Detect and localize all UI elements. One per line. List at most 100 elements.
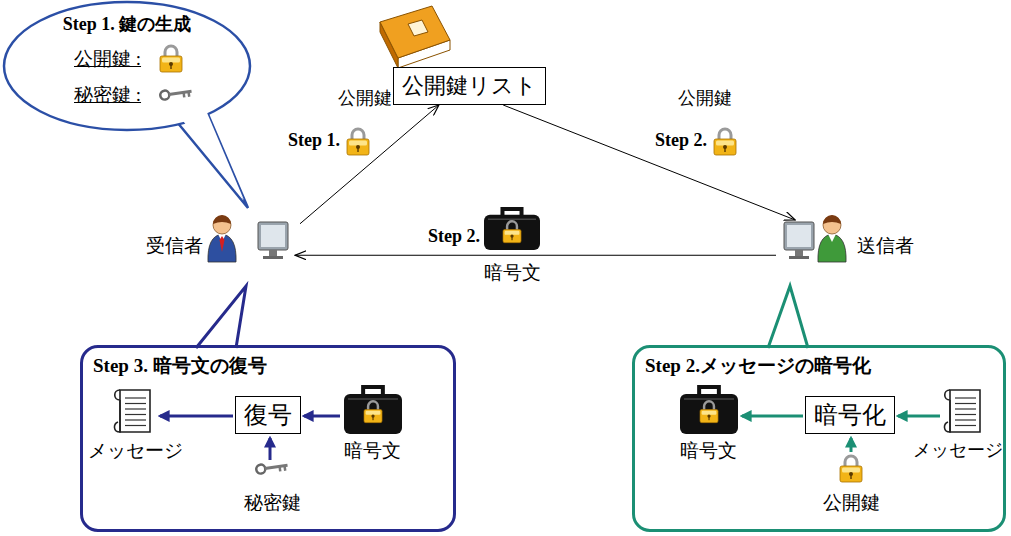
- actor-label: 送信者: [857, 235, 914, 258]
- document-line: [125, 397, 146, 398]
- lock-shine: [716, 141, 734, 146]
- flow-arrow: [898, 415, 940, 418]
- lock-shackle: [507, 221, 517, 230]
- connector-arrow: [300, 105, 439, 224]
- person-hair: [213, 215, 231, 224]
- flow-arrow: [850, 438, 853, 452]
- document-line: [125, 403, 146, 404]
- icon-caption: 暗号文: [680, 440, 737, 463]
- lock-shine: [349, 141, 367, 146]
- lock-shackle: [719, 129, 731, 140]
- person-body: [818, 234, 846, 262]
- lock-body: [700, 410, 718, 423]
- briefcase-icon: [680, 387, 738, 434]
- edge-label: 暗号文: [484, 262, 541, 285]
- lock-icon: [700, 401, 718, 422]
- lock-body: [364, 410, 382, 423]
- node-label: 秘密鍵 :: [74, 84, 141, 107]
- lock-keyhole: [170, 64, 171, 69]
- book-icon: [380, 6, 450, 68]
- key-icon: [256, 461, 289, 475]
- flow-arrow: [160, 415, 233, 418]
- briefcase-icon: [484, 209, 540, 250]
- monitor-screen: [261, 225, 285, 247]
- briefcase-shine: [684, 398, 734, 400]
- lock-body: [160, 56, 182, 72]
- key-icon: [160, 87, 193, 101]
- lock-body: [347, 139, 369, 155]
- icon-caption: 公開鍵: [823, 492, 880, 515]
- lock-body: [503, 230, 521, 243]
- monitor-screen: [787, 225, 811, 247]
- lock-shine: [842, 468, 860, 473]
- person-tie: [220, 236, 225, 252]
- lock-shine: [162, 58, 180, 63]
- briefcase-shine: [348, 398, 398, 400]
- speech-bubble: Step 1. 鍵の生成公開鍵 : 秘密鍵 :: [2, 0, 252, 132]
- lock-icon: [503, 221, 521, 242]
- document-icon: [944, 390, 980, 432]
- node-label: 暗号化: [814, 401, 886, 430]
- key-ring: [256, 464, 266, 474]
- document-line: [955, 414, 976, 415]
- key-tooth: [283, 466, 286, 471]
- node-label: 公開鍵リスト: [402, 73, 537, 99]
- step-panel: 暗号化 Step 2.メッセージの暗号化: [632, 345, 1006, 532]
- lock-keyhole: [357, 147, 358, 152]
- monitor-frame: [784, 222, 814, 250]
- callout-tail: [768, 286, 808, 348]
- lock-shackle: [352, 129, 364, 140]
- flow-arrow: [269, 438, 272, 460]
- edge-label: 公開鍵: [678, 88, 732, 110]
- lock-shine: [702, 411, 717, 415]
- person-head: [213, 216, 231, 234]
- document-icon: [114, 390, 150, 432]
- document-line: [955, 408, 976, 409]
- lock-shackle: [704, 401, 714, 410]
- step-label: Step 2.: [655, 130, 707, 152]
- briefcase-body: [344, 394, 402, 434]
- icon-caption: メッセージ: [913, 440, 1003, 462]
- monitor-base: [789, 256, 809, 259]
- flow-arrow: [304, 415, 340, 418]
- briefcase-body: [484, 215, 540, 250]
- process-box: 復号: [235, 396, 301, 434]
- person-icon: [208, 215, 236, 262]
- document-page: [120, 390, 150, 432]
- document-line: [955, 419, 976, 420]
- list-box: 公開鍵リスト: [393, 67, 546, 105]
- monitor-base: [263, 256, 283, 259]
- lock-keyhole: [724, 147, 725, 152]
- book-cover: [380, 6, 450, 58]
- panel-title: Step 2.メッセージの暗号化: [645, 355, 871, 378]
- document-line: [125, 419, 146, 420]
- book-emblem: [408, 20, 428, 36]
- icon-caption: メッセージ: [88, 440, 183, 463]
- lock-keyhole: [372, 416, 373, 420]
- sender-actor: 送信者: [760, 205, 920, 280]
- briefcase-icon: [344, 387, 402, 434]
- lock-body: [840, 466, 862, 482]
- key-tooth: [187, 92, 190, 97]
- briefcase-body: [680, 394, 738, 434]
- lock-icon: [160, 46, 182, 72]
- monitor-frame: [258, 222, 288, 250]
- connector-arrow: [295, 255, 776, 256]
- document-line: [955, 425, 976, 426]
- lock-shackle: [165, 46, 177, 57]
- lock-body: [714, 139, 736, 155]
- document-line: [955, 397, 976, 398]
- node-label: Step 1. 鍵の生成: [2, 14, 252, 36]
- lock-keyhole: [708, 416, 709, 420]
- flow-arrow: [742, 415, 803, 418]
- person-head: [823, 216, 841, 234]
- lock-keyhole: [850, 474, 851, 479]
- lock-icon: [364, 401, 382, 422]
- receiver-actor: 受信者: [140, 205, 300, 280]
- icon-caption: 暗号文: [344, 440, 401, 463]
- person-collar: [828, 234, 836, 242]
- person-hair: [823, 215, 841, 224]
- node-label: 公開鍵 :: [74, 48, 141, 71]
- computer-icon: [258, 222, 288, 259]
